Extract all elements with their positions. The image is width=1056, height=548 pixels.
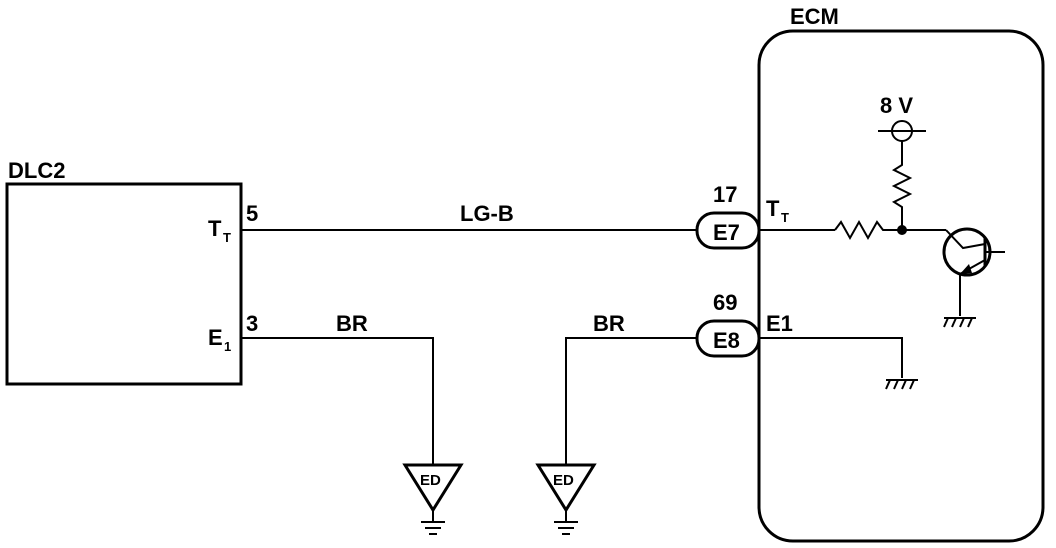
chassis-ground-icon-transistor [943, 317, 976, 328]
series-resistor [834, 219, 902, 241]
ecm-box [757, 29, 1045, 543]
ecm-ground-wire-color: BR [593, 311, 625, 336]
dlc2-e1-subscript: 1 [224, 339, 231, 354]
transistor-icon [902, 227, 1005, 316]
dlc2-tt-pin: 5 [246, 201, 258, 226]
dlc-ground-wire [241, 337, 434, 465]
chassis-ground-icon-e1 [885, 379, 918, 390]
connector-e7-name: E7 [713, 220, 740, 245]
connector-e8-pin: 69 [713, 290, 737, 315]
dlc2-tt-label: T [208, 216, 222, 241]
ecm-tt-subscript: T [781, 210, 789, 225]
dlc2-tt-subscript: T [223, 230, 231, 245]
ground-point-left [402, 463, 464, 535]
dlc2-title: DLC2 [8, 158, 65, 183]
tt-wire-color: LG-B [460, 201, 514, 226]
supply-terminal-icon [878, 120, 926, 142]
ground-point-left-label: ED [420, 472, 441, 489]
ecm-e1-label: E1 [766, 311, 793, 336]
ground-point-right-label: ED [553, 472, 574, 489]
connector-e7-pin: 17 [713, 182, 737, 207]
ground-point-right [535, 463, 597, 535]
pull-up-resistor [891, 141, 913, 230]
ecm-ground-wire [565, 337, 697, 465]
dlc2-e1-pin: 3 [246, 311, 258, 336]
supply-voltage-label: 8 V [880, 93, 913, 118]
dlc2-box [5, 182, 243, 386]
dlc2-e1-label: E [208, 325, 223, 350]
ecm-tt-label: T [766, 196, 780, 221]
connector-e8-name: E8 [713, 328, 740, 353]
ecm-e1-line [759, 337, 903, 378]
dlc-ground-wire-color: BR [336, 311, 368, 336]
ecm-title: ECM [790, 4, 839, 29]
